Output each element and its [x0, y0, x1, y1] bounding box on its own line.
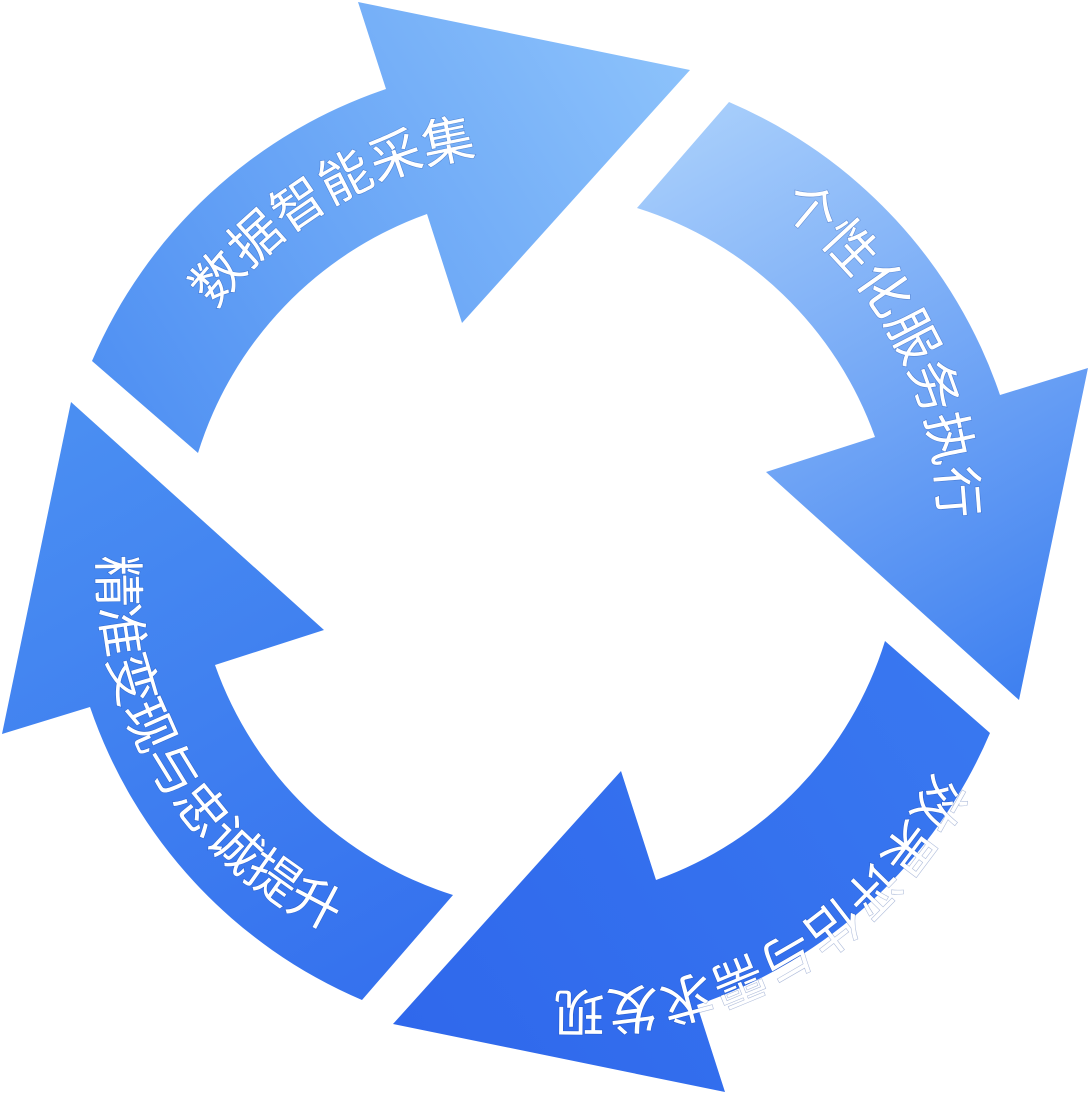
arrow-monetization-loyalty	[2, 402, 453, 1000]
arrow-data-collection	[92, 2, 690, 453]
arrow-service-execution	[637, 102, 1088, 700]
arrow-evaluation-discovery	[393, 641, 990, 1092]
